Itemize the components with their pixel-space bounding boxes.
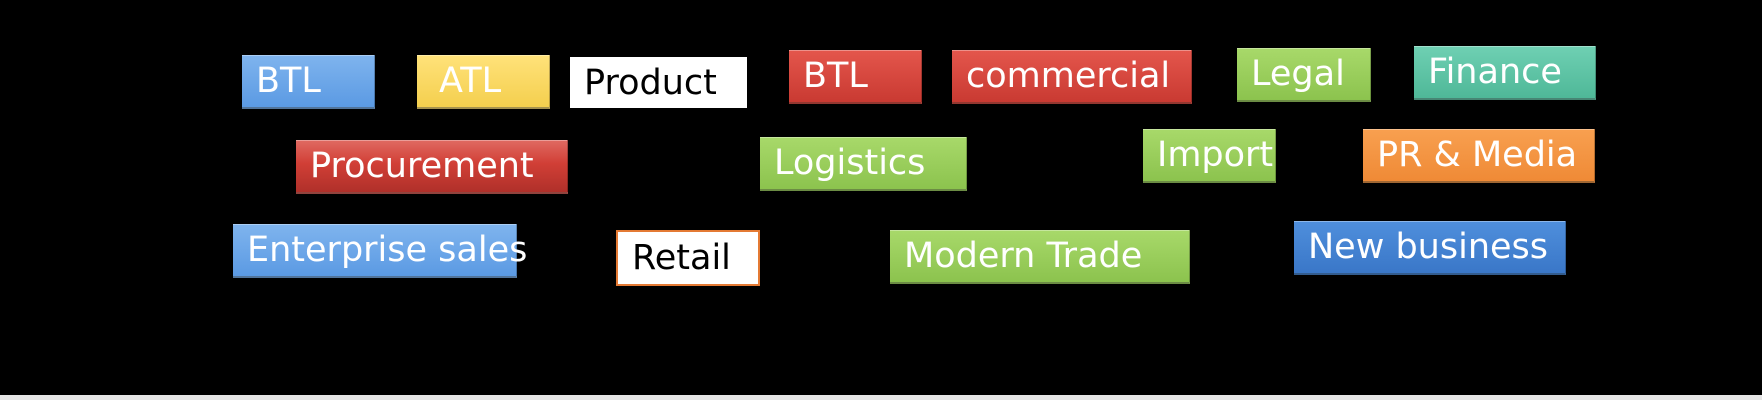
tag-label: Procurement <box>310 146 534 186</box>
tag-pr-media: PR & Media <box>1363 129 1595 183</box>
tag-finance: Finance <box>1414 46 1596 100</box>
bottom-border <box>0 395 1762 400</box>
tag-new-business: New business <box>1294 221 1566 275</box>
tag-atl: ATL <box>417 55 550 109</box>
tag-label: Import <box>1157 135 1274 175</box>
tag-retail: Retail <box>616 230 760 286</box>
tag-label: Modern Trade <box>904 236 1143 276</box>
tag-btl-blue: BTL <box>242 55 375 109</box>
tag-btl-red: BTL <box>789 50 922 104</box>
tag-label: Product <box>584 62 717 103</box>
tag-label: Legal <box>1251 54 1345 94</box>
tag-label: PR & Media <box>1377 135 1578 175</box>
tag-procurement: Procurement <box>296 140 568 194</box>
tag-label: Logistics <box>774 143 926 183</box>
tag-label: BTL <box>256 61 321 101</box>
tag-enterprise-sales: Enterprise sales <box>233 224 527 278</box>
tag-label: commercial <box>966 56 1171 96</box>
tag-label: New business <box>1308 227 1549 267</box>
tag-label: Retail <box>632 238 731 278</box>
tag-label: Finance <box>1428 52 1562 92</box>
tag-label: ATL <box>439 61 502 101</box>
tag-logistics: Logistics <box>760 137 967 191</box>
tag-label: Enterprise sales <box>247 230 528 270</box>
tag-label: BTL <box>803 56 868 96</box>
tag-product: Product <box>570 57 747 108</box>
tag-modern-trade: Modern Trade <box>890 230 1190 284</box>
tag-import: Import <box>1143 129 1276 183</box>
tag-commercial: commercial <box>952 50 1192 104</box>
tag-legal: Legal <box>1237 48 1371 102</box>
